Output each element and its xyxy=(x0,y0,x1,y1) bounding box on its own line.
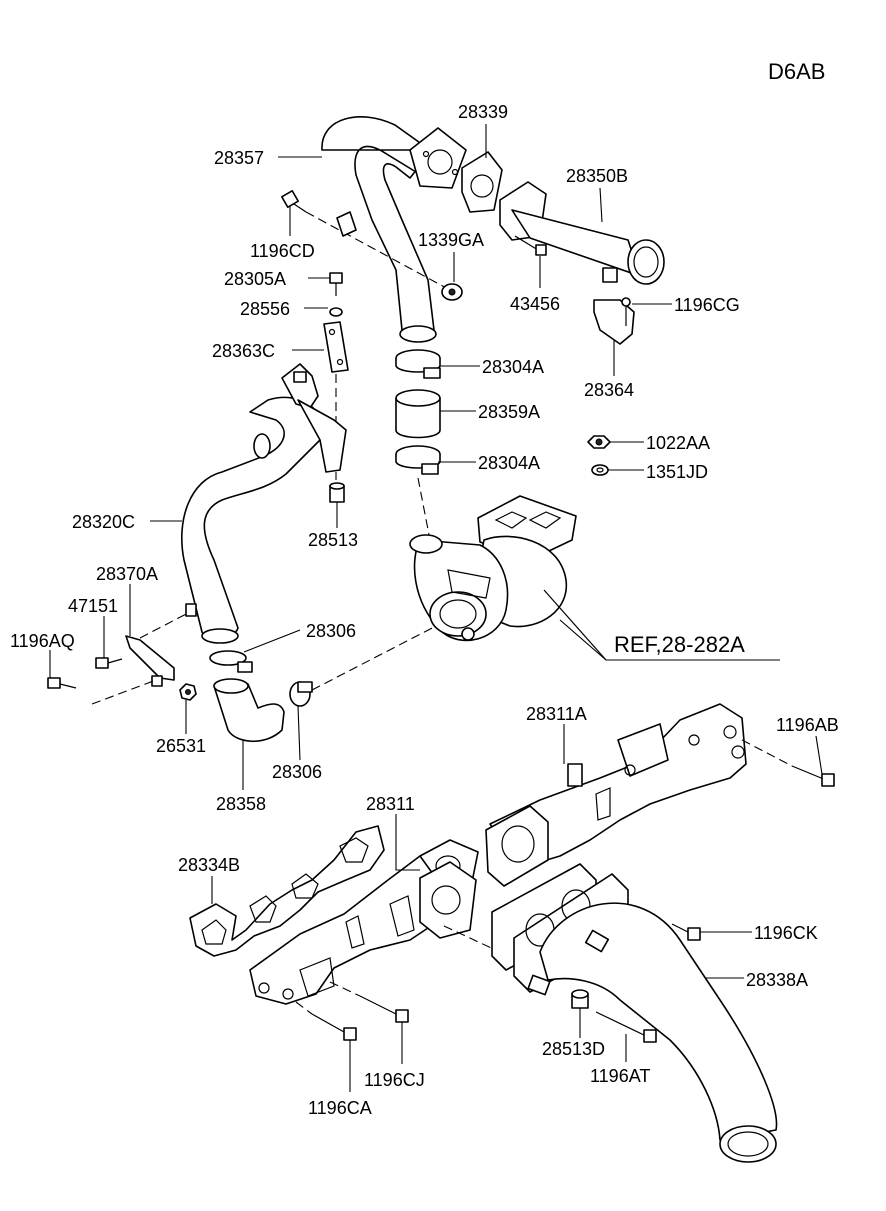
callout-1196CJ[interactable]: 1196CJ xyxy=(364,1070,425,1090)
part-28320C-pipe[interactable] xyxy=(180,363,347,644)
callout-28359A[interactable]: 28359A xyxy=(478,402,540,422)
callout-28358[interactable]: 28358 xyxy=(216,794,266,814)
callout-1196AQ[interactable]: 1196AQ xyxy=(10,631,75,651)
callout-47151[interactable]: 47151 xyxy=(68,596,118,616)
callout-28334B[interactable]: 28334B xyxy=(178,855,240,875)
pipe-boss xyxy=(185,603,197,617)
part-28363C-plate[interactable] xyxy=(323,321,349,373)
part-28338A-pipe[interactable] xyxy=(527,902,778,1163)
part-28364-bracket[interactable] xyxy=(593,299,635,345)
callout-1196CA[interactable]: 1196CA xyxy=(308,1098,372,1118)
part-28304A-upper-clamp[interactable] xyxy=(395,349,441,379)
callout-28320C[interactable]: 28320C xyxy=(72,512,135,532)
part-28357-upper-pipe[interactable] xyxy=(321,116,467,343)
part-28370A-bracket[interactable] xyxy=(125,635,175,687)
part-1351JD-washer[interactable] xyxy=(591,464,609,476)
callout-1196CG[interactable]: 1196CG xyxy=(674,295,740,315)
part-flange-gasket[interactable] xyxy=(419,861,477,939)
callout-28338A[interactable]: 28338A xyxy=(746,970,808,990)
part-28304A-lower-clamp[interactable] xyxy=(395,445,441,475)
leader-lines xyxy=(49,124,823,1092)
callout-28304A-upper[interactable]: 28304A xyxy=(482,357,544,377)
callout-1196CK[interactable]: 1196CK xyxy=(754,923,818,943)
part-1196CA-bolt[interactable] xyxy=(311,1013,357,1041)
part-1196AB-bolt[interactable] xyxy=(791,765,835,787)
callout-28513D[interactable]: 28513D xyxy=(542,1039,605,1059)
callout-28513[interactable]: 28513 xyxy=(308,530,358,550)
part-47151-bolt[interactable] xyxy=(95,657,123,669)
part-1196AQ-bolt[interactable] xyxy=(47,677,77,689)
callout-26531[interactable]: 26531 xyxy=(156,736,206,756)
callout-28339[interactable]: 28339 xyxy=(458,102,508,122)
assembly-line-1196AB xyxy=(741,739,793,767)
part-28339-gasket[interactable] xyxy=(461,151,503,213)
part-1196AT-bolt[interactable] xyxy=(595,1011,657,1043)
part-28306-lower-clamp[interactable] xyxy=(289,681,313,707)
part-28513D-spacer[interactable] xyxy=(571,989,589,1009)
callout-43456[interactable]: 43456 xyxy=(510,294,560,314)
part-1196CD-bolt[interactable] xyxy=(281,190,451,291)
callout-1339GA[interactable]: 1339GA xyxy=(418,230,484,250)
part-28334B-gasket[interactable] xyxy=(189,825,385,957)
assembly-line-1196CA xyxy=(295,1001,313,1015)
assembly-line-bracket xyxy=(139,611,191,639)
callout-28304A-lower[interactable]: 28304A xyxy=(478,453,540,473)
model-code: D6AB xyxy=(768,59,825,84)
assembly-line-1196AQ xyxy=(91,679,157,705)
part-1196CK-bolt[interactable] xyxy=(671,923,701,941)
part-28359A-sleeve[interactable] xyxy=(395,389,441,439)
callout-labels: 28339 28357 28350B 1196CD 1339GA 28305A … xyxy=(10,102,839,1118)
part-28311A-manifold[interactable] xyxy=(489,703,747,869)
part-1196CJ-bolt[interactable] xyxy=(359,995,409,1023)
callout-1351JD[interactable]: 1351JD xyxy=(646,462,708,482)
part-1339GA-nut[interactable] xyxy=(441,283,463,301)
part-28513-spacer[interactable] xyxy=(329,482,345,503)
callout-28363C[interactable]: 28363C xyxy=(212,341,275,361)
callout-28556[interactable]: 28556 xyxy=(240,299,290,319)
part-26531-nut[interactable] xyxy=(179,683,197,701)
callout-28364[interactable]: 28364 xyxy=(584,380,634,400)
callout-28306-lower[interactable]: 28306 xyxy=(272,762,322,782)
part-28305A-bolt[interactable] xyxy=(329,272,343,296)
callout-28311A[interactable]: 28311A xyxy=(526,704,587,724)
callout-1196AT[interactable]: 1196AT xyxy=(590,1066,650,1086)
part-1196CG-bolt[interactable] xyxy=(621,297,631,326)
callout-28305A[interactable]: 28305A xyxy=(224,269,286,289)
turbocharger-ref[interactable] xyxy=(409,495,607,661)
assembly-line-manifold xyxy=(443,925,501,953)
pipe-clip xyxy=(336,211,357,237)
callout-28370A[interactable]: 28370A xyxy=(96,564,158,584)
part-1022AA-nut[interactable] xyxy=(587,435,611,449)
part-28306-upper-clamp[interactable] xyxy=(209,650,253,673)
part-28358-hose[interactable] xyxy=(213,678,285,742)
part-43456-bolt[interactable] xyxy=(514,235,547,256)
assembly-line-turbo-inlet xyxy=(417,477,431,541)
callout-1022AA[interactable]: 1022AA xyxy=(646,433,710,453)
callout-ref-28-282A[interactable]: REF,28-282A xyxy=(614,632,745,657)
callout-28306-upper[interactable]: 28306 xyxy=(306,621,356,641)
assembly-line-hose xyxy=(311,625,437,691)
callout-28350B[interactable]: 28350B xyxy=(566,166,628,186)
part-28556-washer[interactable] xyxy=(329,307,343,317)
assembly-line-1196CJ xyxy=(329,981,361,997)
part-28350B-pipe[interactable] xyxy=(499,181,665,285)
callout-1196CD[interactable]: 1196CD xyxy=(250,241,315,261)
callout-1196AB[interactable]: 1196AB xyxy=(776,715,839,735)
callout-28357[interactable]: 28357 xyxy=(214,148,264,168)
callout-28311[interactable]: 28311 xyxy=(366,794,415,814)
